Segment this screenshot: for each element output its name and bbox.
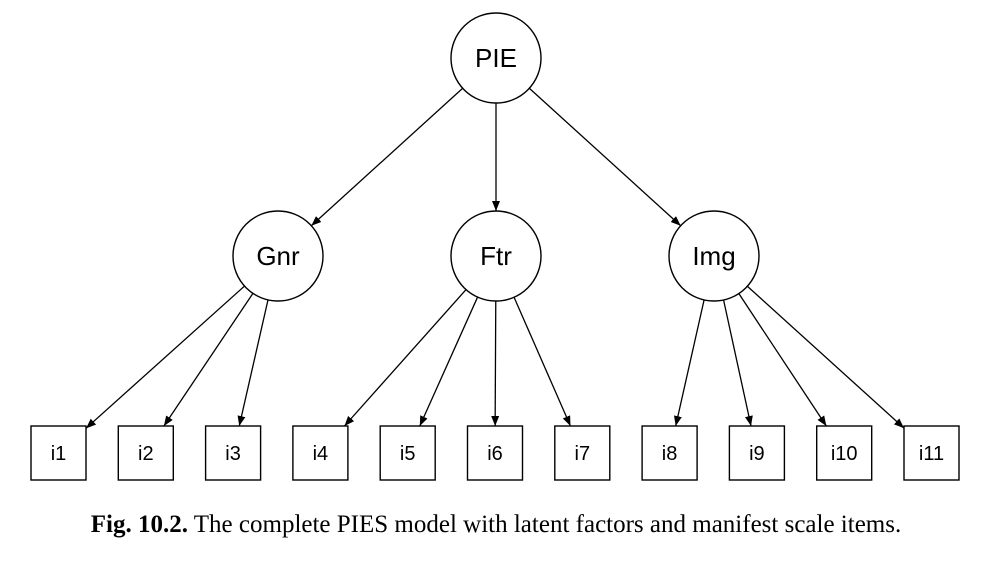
edge-gnr-i2: [163, 293, 254, 427]
edge-img-i9: [722, 299, 753, 427]
i7-label: i7: [575, 443, 591, 465]
edge-img-i11: [746, 285, 905, 429]
factor-node-ftr: Ftr: [450, 210, 542, 302]
item-node-i5: i5: [379, 425, 436, 481]
item-node-i2: i2: [117, 425, 175, 481]
i11-label: i11: [919, 443, 944, 465]
i7-shape: [554, 425, 611, 481]
caption-label: Fig. 10.2.: [90, 511, 188, 538]
nodes: PIE Gnr Ftr Img i1 i2 i3 i4 i5 i6 i7 i8 i9 i10 i11: [30, 12, 960, 481]
i1-shape: [30, 425, 87, 481]
edge-gnr-i1: [85, 285, 245, 429]
i4-shape: [292, 425, 349, 481]
i5-shape: [379, 425, 436, 481]
i8-shape: [641, 425, 698, 481]
item-node-i3: i3: [204, 425, 262, 481]
edge-ftr-i5: [419, 296, 479, 427]
i6-shape: [466, 425, 524, 481]
pie-shape: [450, 12, 542, 104]
root-node-pie: PIE: [450, 12, 542, 104]
ftr-shape: [450, 210, 542, 302]
i3-shape: [204, 425, 262, 481]
edges: [85, 87, 905, 429]
item-node-i7: i7: [554, 425, 611, 481]
img-label: Img: [692, 241, 735, 271]
edge-img-i8: [673, 299, 705, 427]
item-node-i10: i10: [816, 425, 873, 481]
gnr-shape: [232, 210, 324, 302]
i1-label: i1: [51, 443, 67, 465]
i9-shape: [728, 425, 786, 481]
i4-label: i4: [313, 443, 329, 465]
item-node-i8: i8: [641, 425, 698, 481]
edge-ftr-i4: [343, 289, 467, 427]
item-node-i6: i6: [466, 425, 524, 481]
item-node-i11: i11: [903, 425, 960, 481]
factor-node-gnr: Gnr: [232, 210, 324, 302]
caption-text: The complete PIES model with latent fact…: [187, 511, 902, 538]
i8-label: i8: [662, 443, 678, 465]
item-node-i9: i9: [728, 425, 786, 481]
edge-pie-gnr: [310, 87, 464, 227]
i2-shape: [117, 425, 175, 481]
factor-node-img: Img: [668, 210, 760, 302]
edge-ftr-i6: [491, 300, 500, 427]
item-node-i1: i1: [30, 425, 87, 481]
i10-shape: [816, 425, 873, 481]
i10-label: i10: [831, 443, 858, 465]
i9-label: i9: [749, 443, 765, 465]
edge-img-i10: [738, 293, 827, 427]
i11-shape: [903, 425, 960, 481]
gnr-label: Gnr: [256, 241, 300, 271]
i2-label: i2: [138, 443, 154, 465]
ftr-label: Ftr: [480, 241, 512, 271]
item-node-i4: i4: [292, 425, 349, 481]
edge-gnr-i3: [237, 299, 269, 427]
edge-pie-img: [528, 87, 682, 227]
i6-label: i6: [487, 443, 503, 465]
img-shape: [668, 210, 760, 302]
figure-caption: Fig. 10.2. The complete PIES model with …: [0, 511, 992, 539]
edge-ftr-i7: [513, 296, 572, 427]
i5-label: i5: [400, 443, 416, 465]
i3-label: i3: [225, 443, 241, 465]
pie-label: PIE: [475, 43, 517, 73]
